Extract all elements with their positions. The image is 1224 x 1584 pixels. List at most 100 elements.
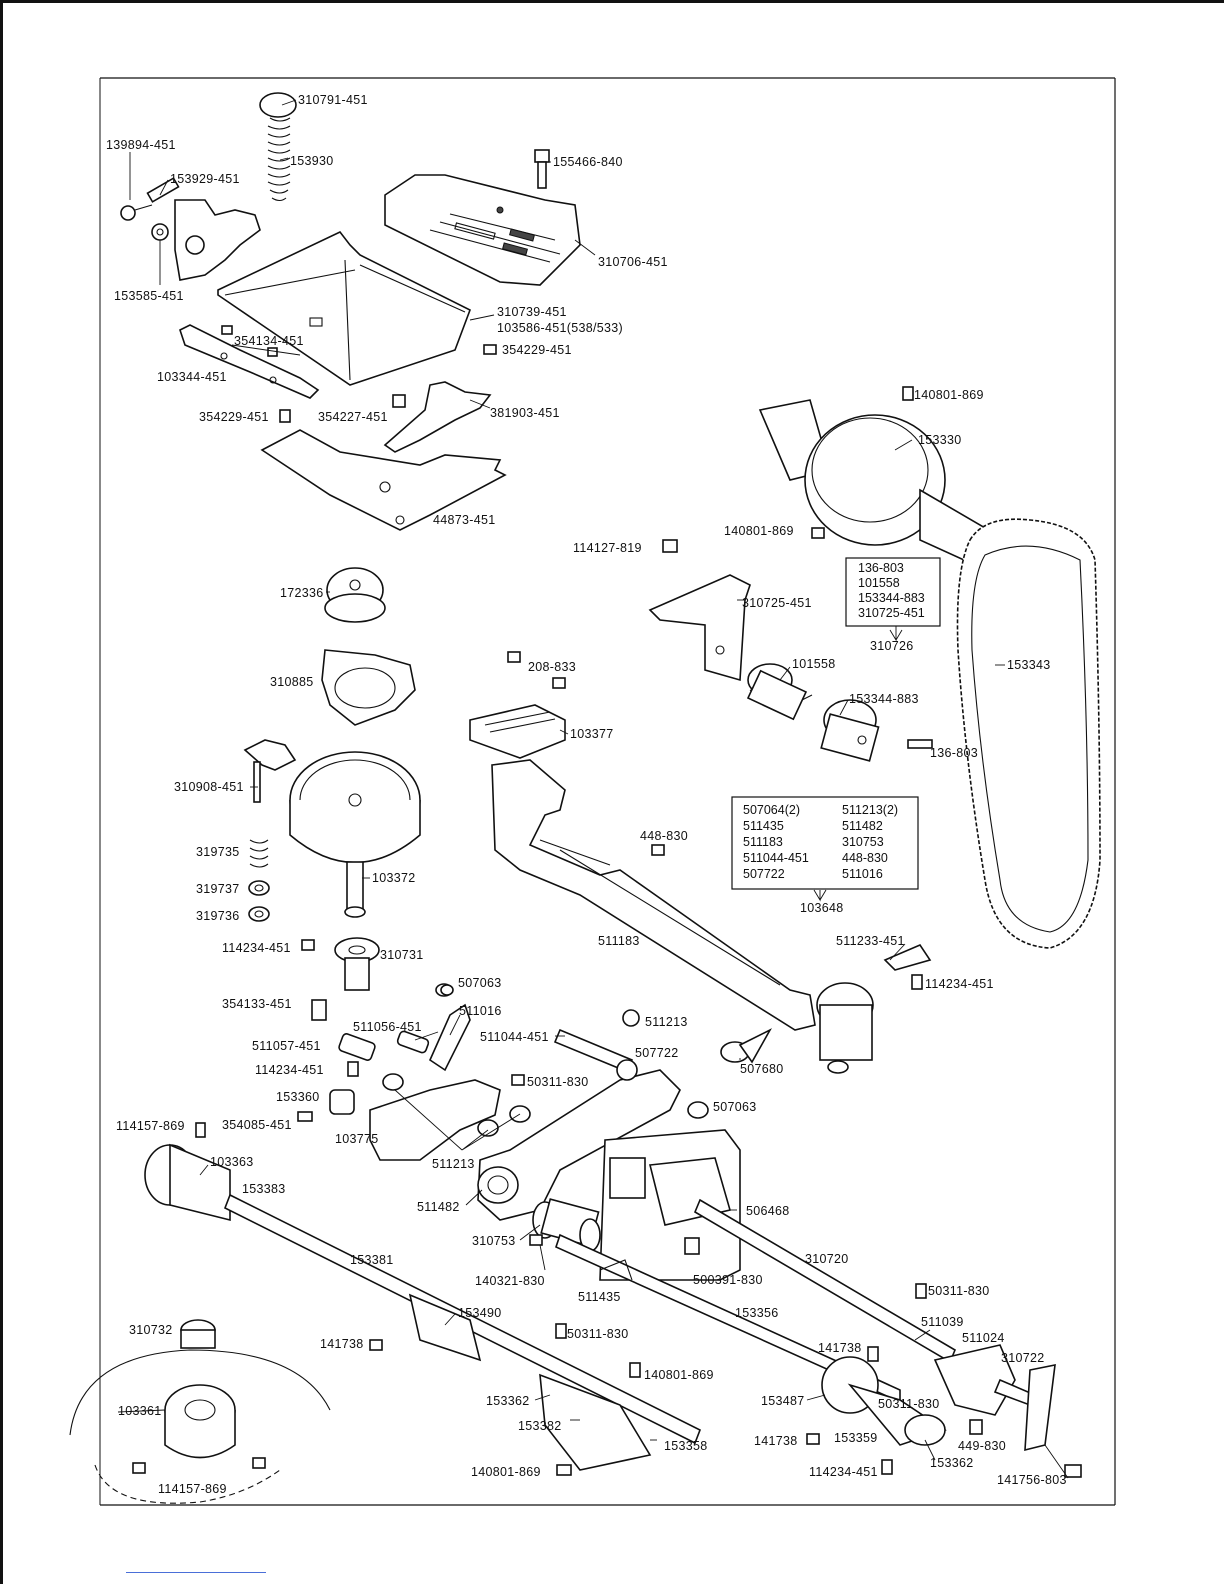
pin-511057-part [329, 1030, 430, 1115]
timing-belt-153343-part [956, 518, 1101, 949]
fork-103775-part [369, 1073, 531, 1161]
label-114234a: 114234-451 [222, 941, 291, 955]
diagram-frame [99, 77, 1116, 1506]
label-141738c: 141738 [754, 1434, 798, 1448]
feed-dog-103377-part [469, 704, 566, 759]
left-border [0, 0, 3, 1584]
label-103775: 103775 [335, 1132, 379, 1146]
label-507063a: 507063 [458, 976, 502, 990]
kit-103648-item: 507064(2) [743, 803, 800, 817]
label-153358: 153358 [664, 1439, 708, 1453]
label-319736: 319736 [196, 909, 240, 923]
label-141738b: 141738 [818, 1341, 862, 1355]
kit-310726-item: 310725-451 [858, 606, 925, 620]
kit-box-310726: 136-803 101558 153344-883 310725-451 [845, 557, 941, 627]
label-153362b: 153362 [930, 1456, 974, 1470]
label-310720: 310720 [805, 1252, 849, 1266]
label-354229a: 354229-451 [502, 343, 572, 357]
label-449830: 449-830 [958, 1439, 1006, 1453]
label-141756: 141756-803 [997, 1473, 1067, 1487]
label-44873: 44873-451 [433, 513, 495, 527]
kit-103648-item: 511044-451 [743, 851, 809, 865]
label-153359: 153359 [834, 1431, 878, 1445]
label-153487: 153487 [761, 1394, 805, 1408]
lever-511482-part [477, 1069, 681, 1221]
label-511056: 511056-451 [353, 1020, 422, 1034]
kit-box-103648: 507064(2) 511435 511183 511044-451 50772… [731, 796, 919, 890]
kit-310726-item: 136-803 [858, 561, 904, 575]
label-511233: 511233-451 [836, 934, 905, 948]
spring-washers [248, 839, 270, 922]
label-114234b: 114234-451 [925, 977, 994, 991]
plate-screws [221, 325, 497, 423]
label-153381: 153381 [350, 1253, 394, 1267]
label-310726: 310726 [870, 639, 914, 653]
kit-310726-item: 153344-883 [858, 591, 925, 605]
label-354134: 354134-451 [234, 334, 304, 348]
label-114234d: 114234-451 [809, 1465, 878, 1479]
slide-plate-part [217, 231, 472, 386]
label-139894: 139894-451 [106, 138, 176, 152]
label-103586: 103586-451(538/533) [497, 321, 623, 335]
kit-103648-item: 511183 [743, 835, 783, 849]
label-50311c: 50311-830 [567, 1327, 629, 1341]
label-155466: 155466-840 [553, 155, 623, 169]
label-511016: 511016 [459, 1004, 502, 1018]
label-511435: 511435 [578, 1290, 621, 1304]
label-153344: 153344-883 [849, 692, 919, 706]
label-310739: 310739-451 [497, 305, 567, 319]
bed-plate-44873-part [260, 429, 507, 531]
label-140801c: 140801-869 [644, 1368, 714, 1382]
needle-plate-part [384, 174, 581, 286]
label-354227: 354227-451 [318, 410, 388, 424]
label-153930: 153930 [290, 154, 334, 168]
label-103363: 103363 [210, 1155, 254, 1169]
bushing-101558-part [746, 663, 813, 721]
label-507063b: 507063 [713, 1100, 757, 1114]
label-50311b: 50311-830 [928, 1284, 990, 1298]
label-506468: 506468 [746, 1204, 790, 1218]
label-511039: 511039 [921, 1315, 964, 1329]
label-511482: 511482 [417, 1200, 460, 1214]
label-153585: 153585-451 [114, 289, 184, 303]
shaft-511044-part [553, 1028, 638, 1081]
label-208833: 208-833 [528, 660, 576, 674]
label-141738a: 141738 [320, 1337, 364, 1351]
label-507722: 507722 [635, 1046, 679, 1060]
bushing-310731-part [334, 937, 380, 991]
screw-155466-part [534, 149, 550, 189]
label-310722: 310722 [1001, 1351, 1045, 1365]
bracket-310725-part [648, 574, 751, 682]
label-140321: 140321-830 [475, 1274, 545, 1288]
spring-103344-part [179, 324, 320, 399]
rotary-hook-103372-part [289, 751, 421, 918]
cone-screw-511233-part [883, 944, 932, 971]
shaft-153356-part [555, 1233, 947, 1446]
bracket-153929-part [120, 177, 261, 281]
label-310731: 310731 [380, 948, 424, 962]
label-153490: 153490 [458, 1306, 502, 1320]
label-153360: 153360 [276, 1090, 320, 1104]
label-153343: 153343 [1007, 658, 1051, 672]
feed-rock-shaft-511183-part [491, 759, 874, 1074]
cone-screw-507680-part [720, 1028, 772, 1064]
label-172336: 172336 [280, 586, 324, 600]
label-114157b: 114157-869 [158, 1482, 227, 1496]
label-511183: 511183 [598, 934, 640, 948]
label-101558: 101558 [792, 657, 836, 671]
label-153362a: 153362 [486, 1394, 530, 1408]
label-140801d: 140801-869 [471, 1465, 541, 1479]
label-354229b: 354229-451 [199, 410, 269, 424]
label-153356: 153356 [735, 1306, 779, 1320]
label-114127: 114127-819 [573, 541, 642, 555]
bobbin-case-310885-part [321, 649, 416, 726]
inset-detail-103361 [69, 1349, 331, 1504]
kit-103648-item: 511016 [842, 867, 883, 881]
kit-103648-item: 310753 [842, 835, 884, 849]
label-153330: 153330 [918, 433, 962, 447]
label-511024: 511024 [962, 1331, 1005, 1345]
cap-153344-part [820, 699, 880, 762]
label-310725: 310725-451 [742, 596, 812, 610]
label-310706: 310706-451 [598, 255, 668, 269]
